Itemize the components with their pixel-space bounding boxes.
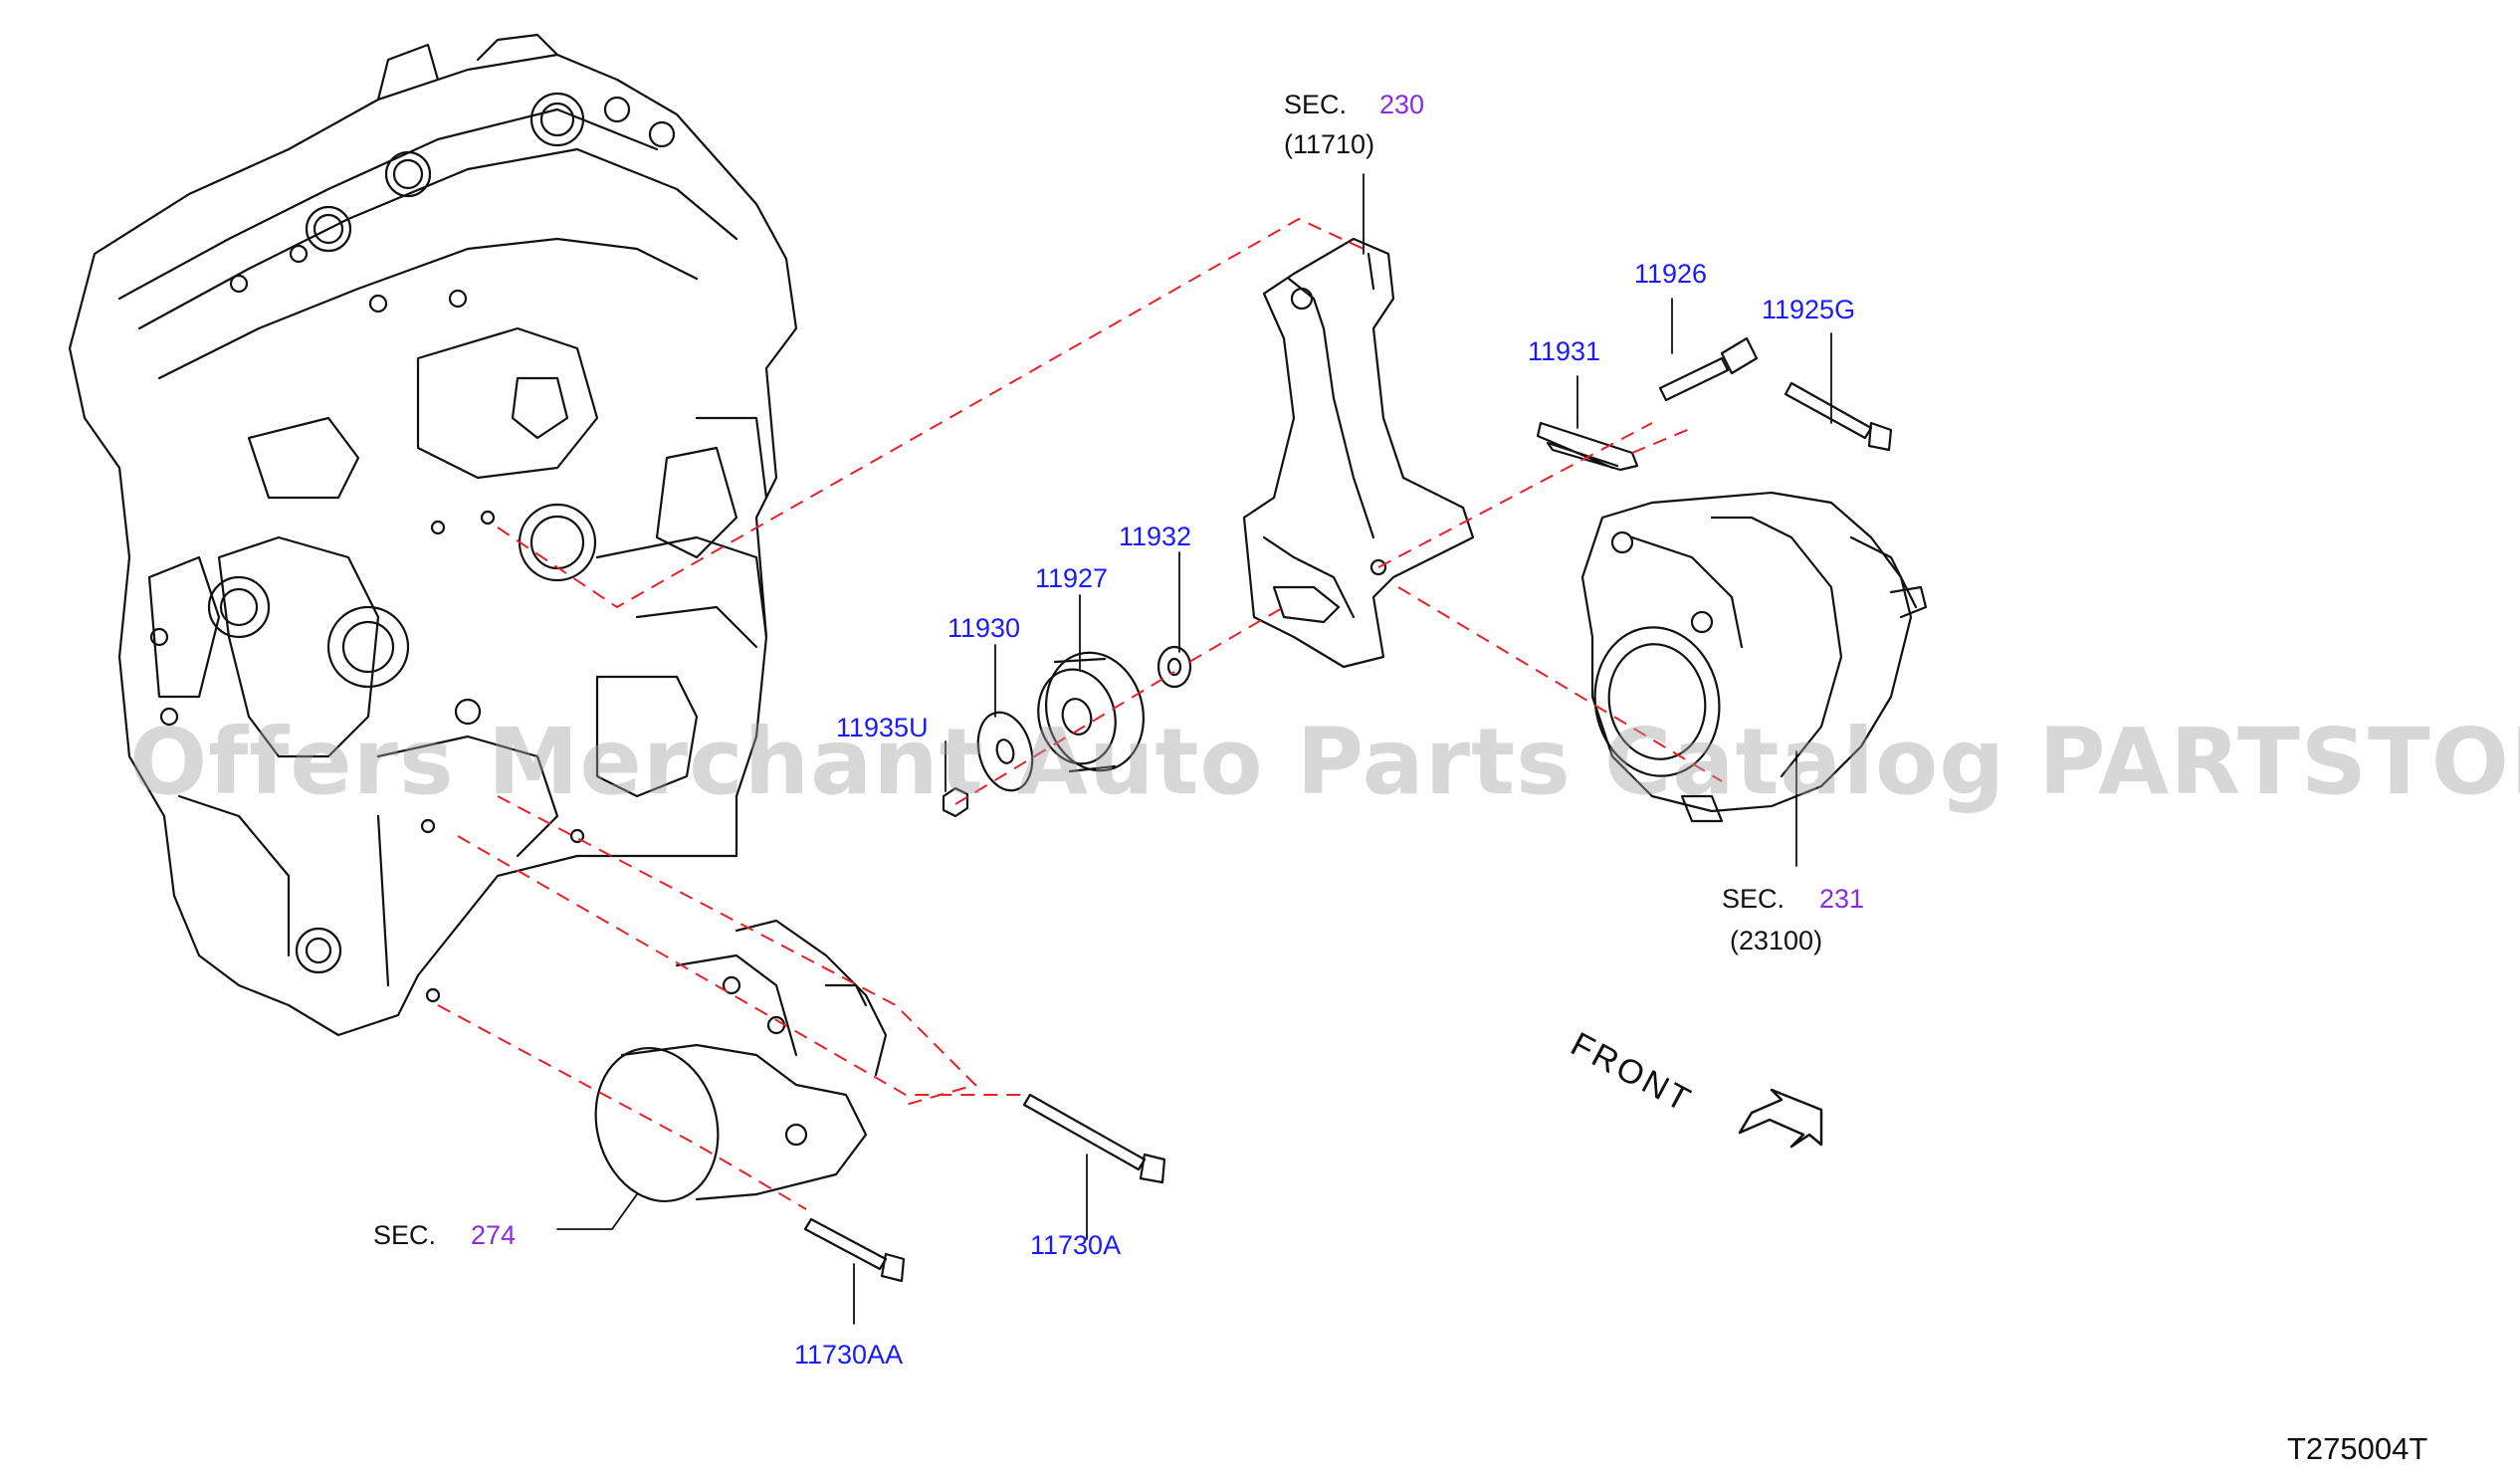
part-11935u-label[interactable]: 11935U — [836, 713, 929, 742]
part-11930-label[interactable]: 11930 — [947, 613, 1021, 643]
sec230-subcode: (11710) — [1284, 129, 1375, 159]
sec230-number[interactable]: 230 — [1379, 90, 1425, 119]
sec231-number[interactable]: 231 — [1819, 884, 1865, 914]
sec231-prefix: SEC. — [1722, 884, 1785, 914]
alternator-drawing — [1580, 491, 1928, 823]
part-11925g-label[interactable]: 11925G — [1762, 295, 1856, 324]
clip-drawing — [1536, 421, 1639, 472]
part-11730aa-label[interactable]: 11730AA — [794, 1340, 904, 1370]
leader-lines — [556, 173, 1832, 1325]
idler-pulley-drawing — [942, 645, 1192, 818]
diagram-id: T275004T — [2287, 1431, 2428, 1466]
part-11926-label[interactable]: 11926 — [1634, 259, 1708, 289]
engine-block-drawing — [68, 33, 798, 1037]
sec231-subcode: (23100) — [1730, 926, 1823, 955]
front-arrow-icon — [1738, 1088, 1823, 1149]
part-11932-label[interactable]: 11932 — [1119, 522, 1192, 551]
sec230-prefix: SEC. — [1284, 90, 1348, 119]
bracket-drawing — [1242, 237, 1475, 669]
watermark: Offers Merchant Auto Parts Catalog PARTS… — [129, 709, 2520, 815]
part-11730a-label[interactable]: 11730A — [1030, 1230, 1122, 1260]
pump-drawing — [594, 919, 888, 1203]
sec274-prefix: SEC. — [373, 1220, 437, 1250]
bolt-drawings — [803, 336, 1893, 1283]
sec274-number[interactable]: 274 — [471, 1220, 517, 1250]
part-11931-label[interactable]: 11931 — [1528, 336, 1601, 366]
alignment-dashed-lines — [437, 217, 1723, 1210]
part-11927-label[interactable]: 11927 — [1035, 563, 1109, 593]
